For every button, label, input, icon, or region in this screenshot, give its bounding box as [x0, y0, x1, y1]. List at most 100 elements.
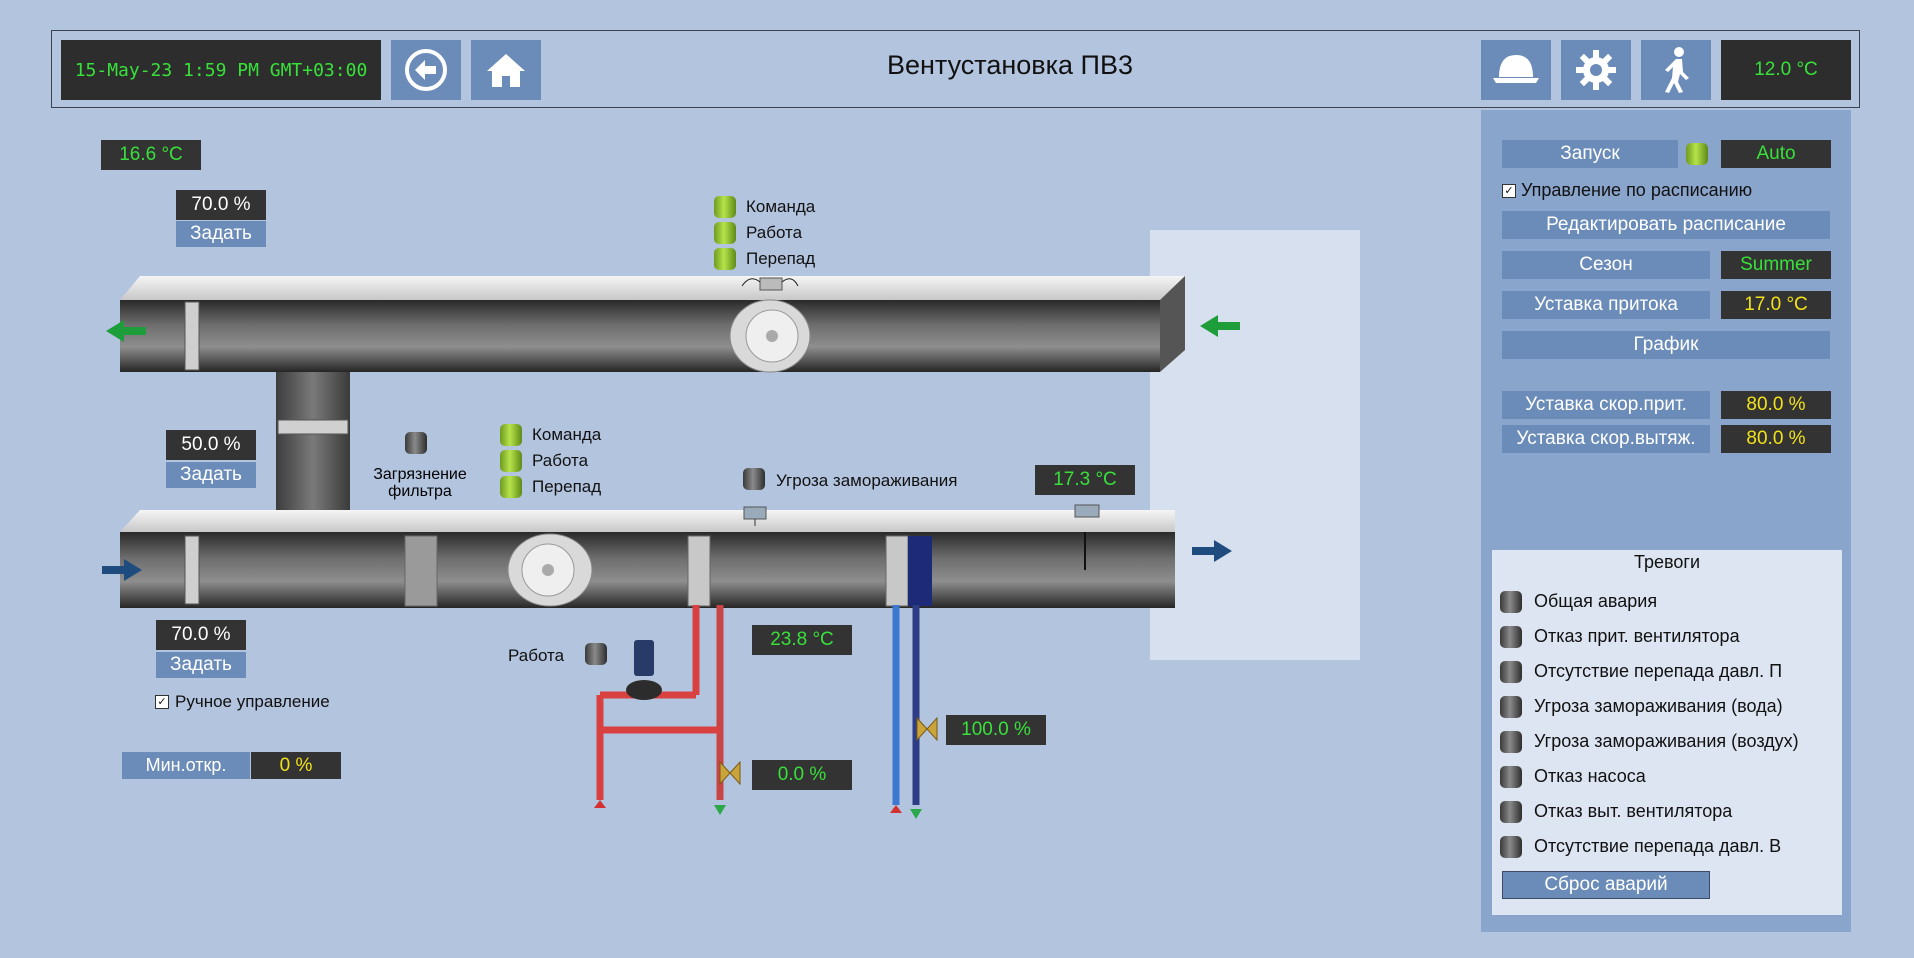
alarm-indicator	[1500, 800, 1522, 823]
datetime-display: 15-May-23 1:59 PM GMT+03:00	[61, 40, 381, 100]
alarm-row: Отказ выт. вентилятора	[1500, 794, 1840, 829]
outdoor-temp: 12.0 °C	[1721, 40, 1851, 100]
alarm-label: Угроза замораживания (вода)	[1534, 696, 1783, 716]
season-label: Сезон	[1502, 251, 1710, 279]
alarm-label: Отсутствие перепада давл. В	[1534, 836, 1782, 856]
filter-label: Загрязнение фильтра	[370, 466, 470, 500]
helmet-icon	[1493, 55, 1539, 83]
alarm-row: Угроза замораживания (воздух)	[1500, 724, 1840, 759]
exhaust-damper-set-button[interactable]: Задать	[176, 221, 266, 247]
filter-indicator	[405, 432, 427, 454]
alarm-label: Отказ насоса	[1534, 766, 1646, 786]
alarm-indicator	[1500, 660, 1522, 683]
alarm-indicator	[1500, 695, 1522, 718]
exhaust-fan-status: Команда Работа Перепад	[714, 194, 815, 272]
speed-supply-label: Уставка скор.прит.	[1502, 391, 1710, 419]
recirc-damper-set-button[interactable]: Задать	[166, 462, 256, 488]
cooler-valve-value: 100.0 %	[946, 715, 1046, 745]
season-value[interactable]: Summer	[1721, 251, 1831, 279]
alarm-indicator	[1500, 765, 1522, 788]
page-title: Вентустановка ПВ3	[886, 50, 1133, 80]
gear-icon	[1576, 50, 1616, 90]
speed-exhaust-label: Уставка скор.вытяж.	[1502, 425, 1710, 453]
temp-sensor-icon	[743, 506, 767, 526]
exhaust-cmd-label: Команда	[746, 197, 816, 216]
schedule-label: Управление по расписанию	[1521, 180, 1753, 200]
exhaust-out-arrow-icon	[106, 320, 146, 342]
alarm-row: Общая авария	[1500, 584, 1840, 619]
alarm-row: Отказ прит. вентилятора	[1500, 619, 1840, 654]
supply-run-indicator	[500, 450, 522, 472]
freeze-label: Угроза замораживания	[776, 471, 958, 490]
supply-damper-value: 70.0 %	[156, 620, 246, 650]
alarm-label: Общая авария	[1534, 591, 1658, 611]
recirc-damper-value: 50.0 %	[166, 430, 256, 460]
chart-button[interactable]: График	[1502, 331, 1830, 359]
filter-label-line1: Загрязнение	[373, 466, 467, 483]
alarm-row: Угроза замораживания (вода)	[1500, 689, 1840, 724]
pump-icon	[626, 640, 662, 700]
start-mode-value[interactable]: Auto	[1721, 140, 1831, 168]
alarms-box	[1492, 550, 1842, 915]
alarm-label: Отсутствие перепада давл. П	[1534, 661, 1783, 681]
exhaust-dp-indicator	[714, 248, 736, 270]
exhaust-dp-label: Перепад	[746, 249, 816, 268]
manual-control-checkbox[interactable]: ✓	[155, 695, 169, 709]
exhaust-cmd-indicator	[714, 196, 736, 218]
alarm-indicator	[1500, 590, 1522, 613]
speed-supply-value[interactable]: 80.0 %	[1721, 391, 1831, 419]
cooler-piping	[890, 605, 922, 819]
heater-valve-icon	[719, 760, 741, 786]
pump-run-label: Работа	[508, 646, 565, 665]
supply-dp-label: Перепад	[532, 477, 602, 496]
supply-setpoint-label: Уставка притока	[1502, 291, 1710, 319]
back-button[interactable]	[391, 40, 461, 100]
exhaust-run-label: Работа	[746, 223, 803, 242]
reset-alarms-button[interactable]: Сброс аварий	[1502, 871, 1710, 899]
walking-person-icon	[1665, 47, 1689, 93]
alarm-indicator	[1500, 625, 1522, 648]
dp-sensor-icon	[741, 277, 799, 291]
supply-cmd-indicator	[500, 424, 522, 446]
pump-run-indicator	[585, 643, 607, 665]
start-indicator	[1686, 143, 1708, 165]
exhaust-run-indicator	[714, 222, 736, 244]
home-button[interactable]	[471, 40, 541, 100]
alarm-row: Отказ насоса	[1500, 759, 1840, 794]
supply-out-arrow-icon	[1192, 540, 1232, 562]
manual-control-label: Ручное управление	[175, 692, 330, 711]
heater-valve-value: 0.0 %	[752, 760, 852, 790]
alarm-label: Угроза замораживания (воздух)	[1534, 731, 1799, 751]
heater-return-temp: 23.8 °C	[752, 625, 852, 655]
supply-fan-status: Команда Работа Перепад	[500, 422, 601, 500]
alarm-row: Отсутствие перепада давл. В	[1500, 829, 1840, 864]
helmet-button[interactable]	[1481, 40, 1551, 100]
start-label: Запуск	[1502, 140, 1678, 168]
exhaust-damper-value: 70.0 %	[176, 190, 266, 220]
supply-damper-set-button[interactable]: Задать	[156, 652, 246, 678]
min-open-label: Мин.откр.	[122, 752, 250, 779]
exhaust-in-arrow-icon	[1200, 315, 1240, 337]
ahu-schematic	[120, 276, 1185, 608]
manual-control[interactable]: ✓ Ручное управление	[155, 692, 330, 712]
supply-setpoint-value[interactable]: 17.0 °C	[1721, 291, 1831, 319]
min-open-value: 0 %	[251, 752, 341, 779]
schedule-control[interactable]: ✓ Управление по расписанию	[1502, 180, 1752, 201]
speed-exhaust-value[interactable]: 80.0 %	[1721, 425, 1831, 453]
supply-in-arrow-icon	[102, 559, 142, 581]
supply-air-temp: 17.3 °C	[1035, 465, 1135, 495]
exit-button[interactable]	[1641, 40, 1711, 100]
supply-temp-sensor-icon	[1074, 504, 1100, 518]
filter-label-line2: фильтра	[388, 483, 452, 500]
back-arrow-icon	[405, 49, 447, 91]
exhaust-temp: 16.6 °C	[101, 140, 201, 170]
settings-button[interactable]	[1561, 40, 1631, 100]
cooler-valve-icon	[916, 716, 938, 742]
alarm-row: Отсутствие перепада давл. П	[1500, 654, 1840, 689]
alarms-title: Тревоги	[1634, 552, 1700, 572]
supply-cmd-label: Команда	[532, 425, 602, 444]
supply-run-label: Работа	[532, 451, 589, 470]
freeze-indicator	[743, 468, 765, 490]
edit-schedule-button[interactable]: Редактировать расписание	[1502, 211, 1830, 239]
schedule-checkbox[interactable]: ✓	[1502, 183, 1516, 198]
